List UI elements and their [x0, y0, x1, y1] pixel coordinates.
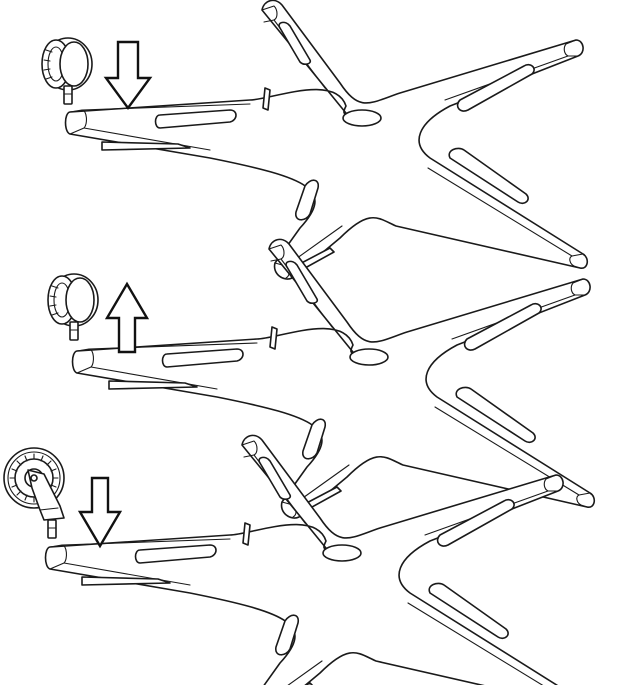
chair-base-1 [64, 0, 589, 280]
step-2 [47, 238, 596, 519]
caster-wheel-1 [41, 37, 93, 105]
arrow-down-icon [77, 476, 123, 549]
caster-wheel-2 [47, 273, 99, 341]
caster-with-bracket [3, 447, 65, 539]
step-3 [3, 434, 569, 685]
arrow-up-icon [104, 281, 150, 354]
arrow-down-icon [103, 40, 153, 111]
step-1 [41, 0, 589, 280]
chair-base-2 [71, 238, 596, 519]
